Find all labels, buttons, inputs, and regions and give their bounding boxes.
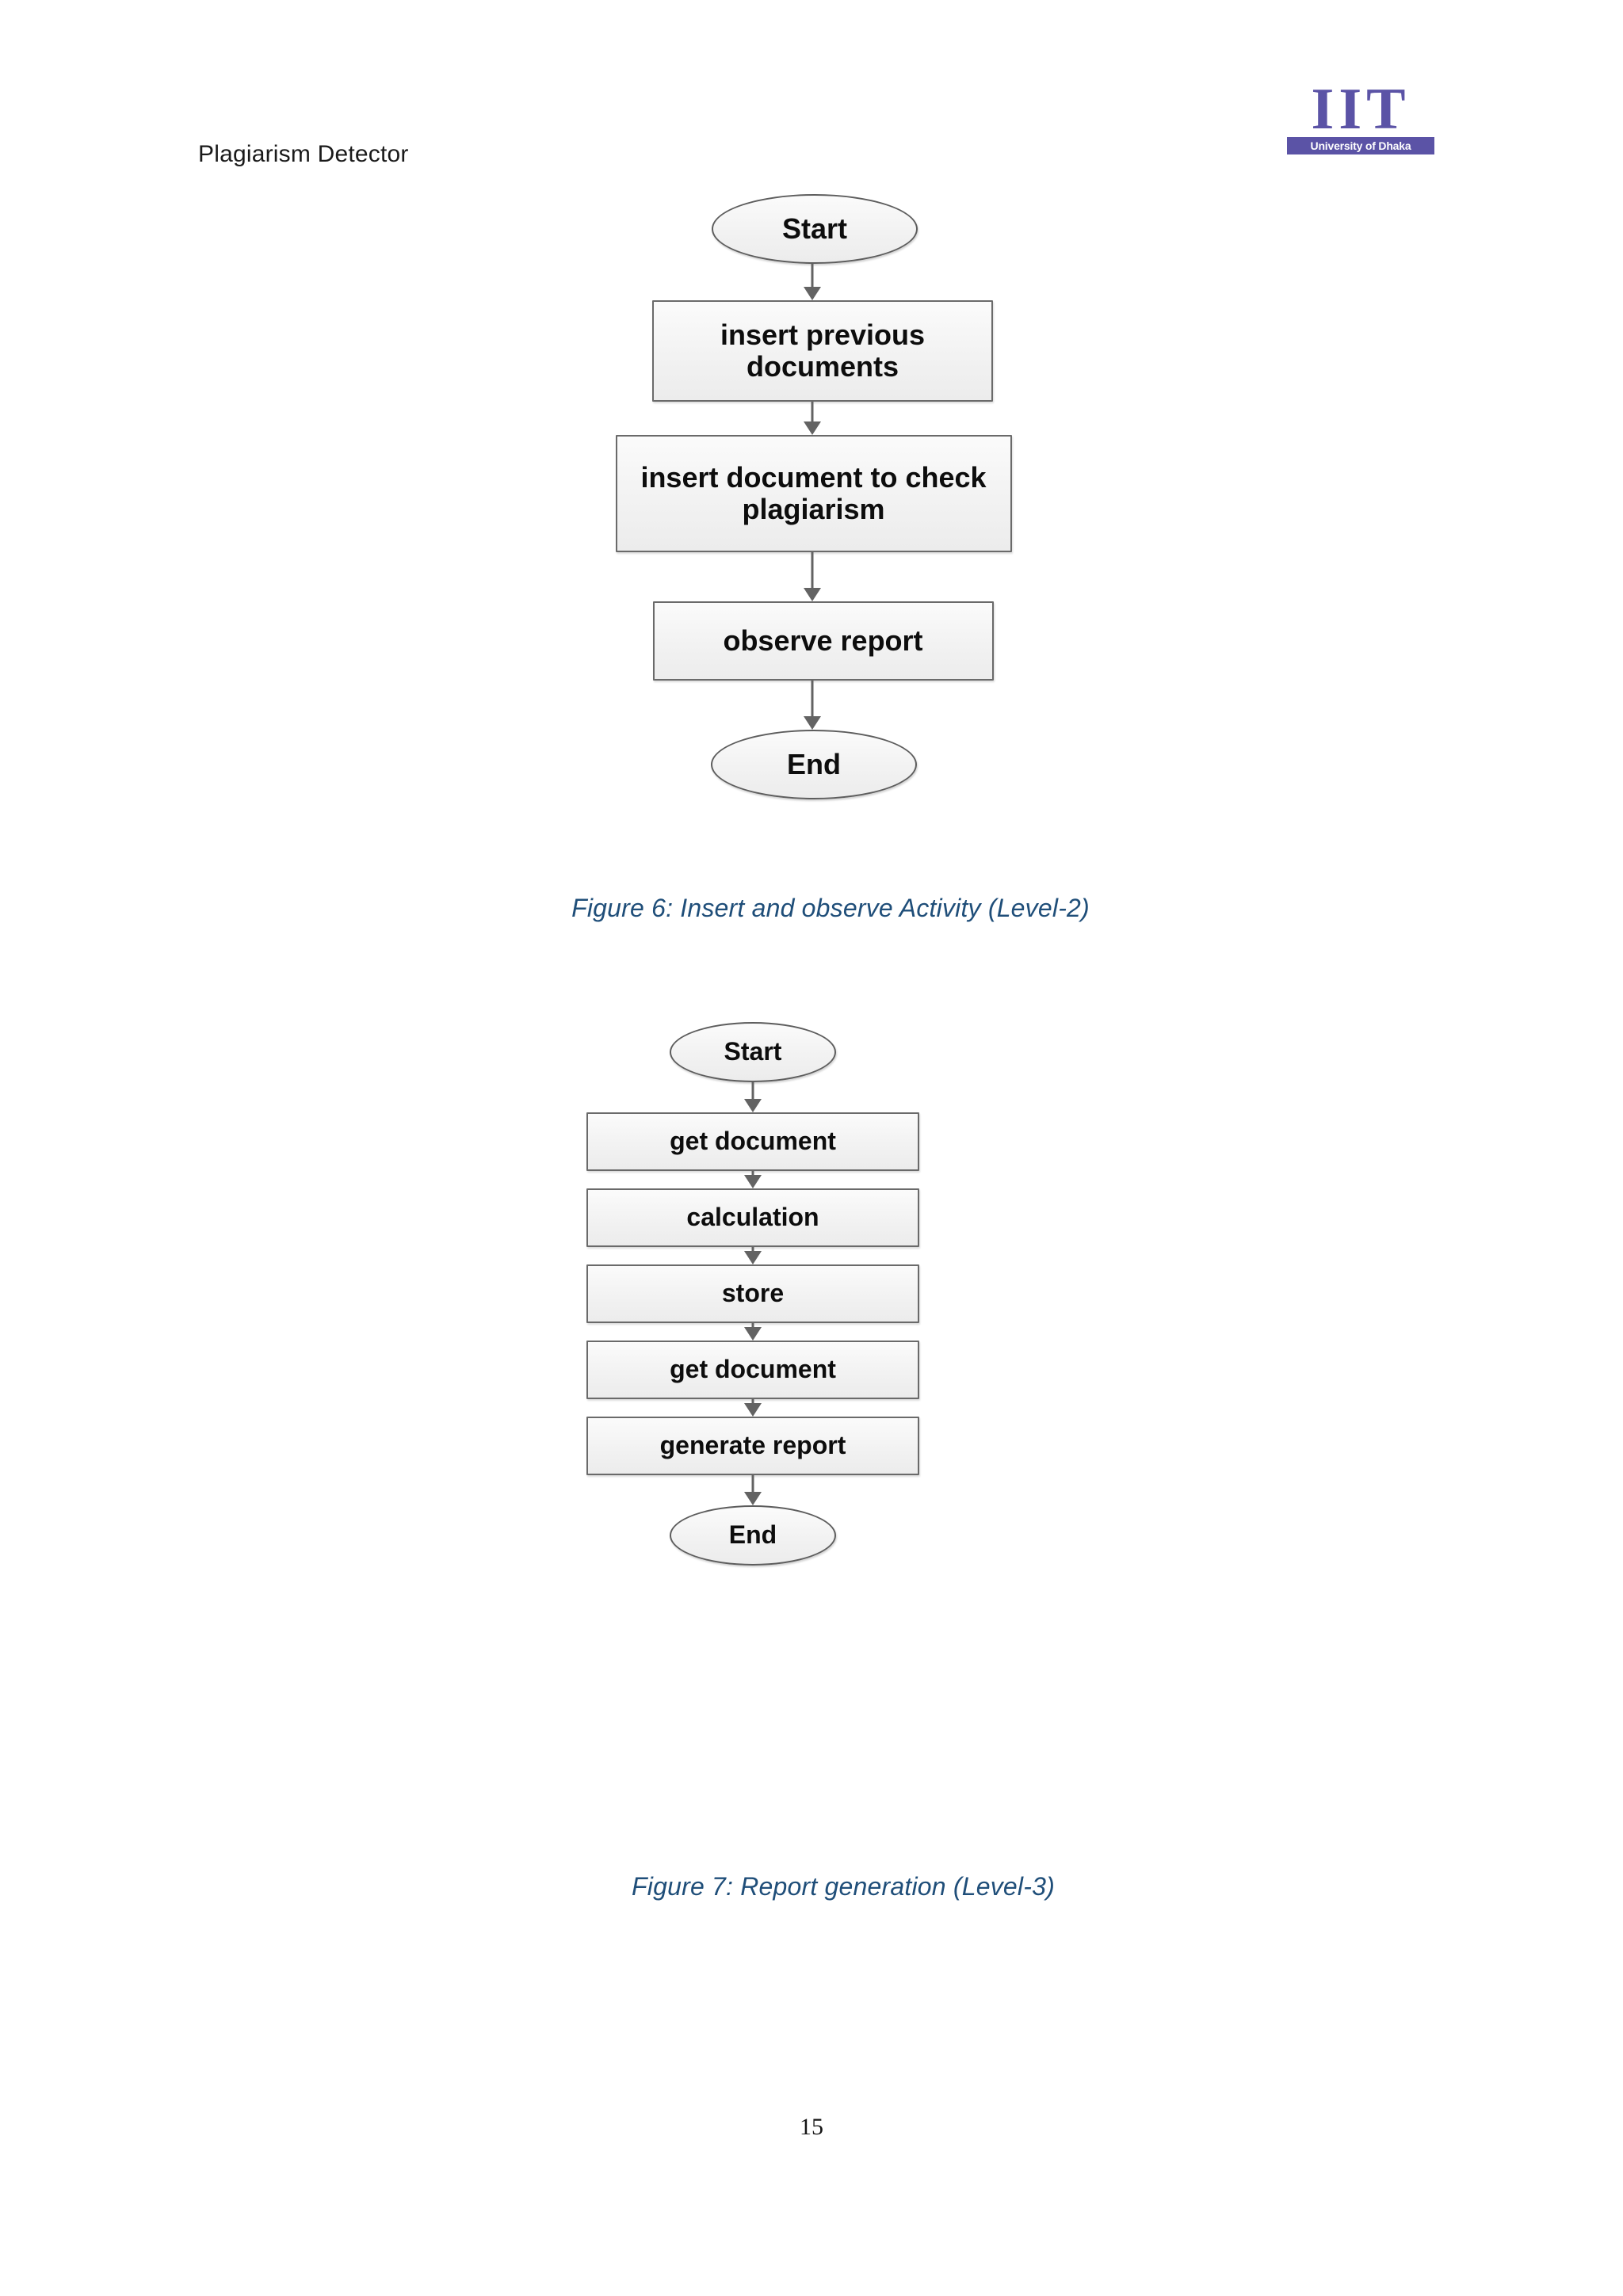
flow-arrow [804,402,821,435]
page-number: 15 [800,2114,823,2140]
iit-university-of-dhaka-logo: IIT University of Dhaka [1287,77,1434,158]
figure-6-caption-text: Figure 6: Insert and observe Activity (L… [571,894,1090,922]
node-label: insert document to check plagiarism [640,460,987,525]
node-label: get document [670,1127,836,1156]
figure-6-flowchart: Start insert previous documents insert d… [610,194,1014,799]
node-label: store [721,1279,785,1308]
node-label: Start [781,212,848,245]
flow-arrow [744,1247,762,1264]
page-header: Plagiarism Detector IIT University of Dh… [0,0,1623,190]
node-label: get document [670,1355,836,1384]
flowchart-node-insert-previous-documents: insert previous documents [652,300,993,402]
node-label: calculation [686,1203,819,1232]
flowchart-node-start: Start [712,194,918,264]
flowchart-node-calculation: calculation [586,1188,919,1247]
node-label: observe report [723,624,923,657]
flow-arrow [744,1082,762,1112]
node-label: insert previous documents [720,318,926,383]
node-label: End [728,1520,777,1550]
flow-arrow [804,552,821,601]
flow-arrow [804,264,821,300]
figure-7-flowchart: Start get document calculation store get… [586,1022,919,1566]
figure-7-caption: Figure 7: Report generation (Level-3) [0,1872,1623,1901]
flowchart-node-generate-report: generate report [586,1417,919,1475]
node-label: End [787,747,841,780]
node-label: generate report [659,1431,846,1460]
flowchart-node-observe-report: observe report [652,601,994,681]
flow-arrow [744,1171,762,1188]
flow-arrow [804,681,821,730]
flowchart-node-start: Start [670,1022,836,1082]
figure-7-caption-text: Figure 7: Report generation (Level-3) [632,1872,1055,1901]
flowchart-node-get-document-2: get document [586,1341,919,1399]
document-running-header: Plagiarism Detector [198,141,409,167]
university-of-dhaka-banner: University of Dhaka [1287,137,1434,154]
figure-6-caption: Figure 6: Insert and observe Activity (L… [0,894,1623,923]
iit-logo-text: IIT [1311,77,1411,142]
flow-arrow [744,1399,762,1417]
flow-arrow [744,1475,762,1505]
node-label: Start [724,1037,782,1066]
flowchart-node-end: End [670,1505,836,1566]
flowchart-node-end: End [711,730,917,799]
flowchart-node-store: store [586,1264,919,1323]
flowchart-node-get-document-1: get document [586,1112,919,1171]
flow-arrow [744,1323,762,1341]
flowchart-node-insert-document-to-check-plagiarism: insert document to check plagiarism [615,435,1012,552]
